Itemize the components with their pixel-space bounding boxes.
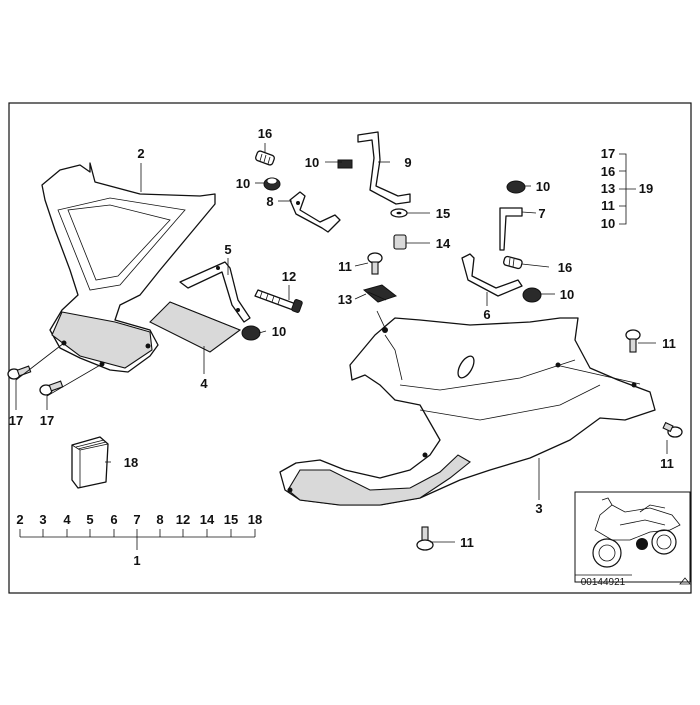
callout-18: 18 bbox=[124, 455, 138, 470]
callout-7: 7 bbox=[538, 206, 545, 221]
kit-1-group: 2 3 4 5 6 7 8 12 14 15 18 1 bbox=[16, 512, 262, 568]
kit-1-item: 2 bbox=[16, 512, 23, 527]
callout-17a: 17 bbox=[9, 413, 23, 428]
part-10-nut bbox=[337, 159, 353, 169]
kit-1-item: 7 bbox=[133, 512, 140, 527]
kit-1-item: 15 bbox=[224, 512, 238, 527]
motorcycle-icon bbox=[592, 497, 681, 568]
kit-19-item: 10 bbox=[601, 216, 615, 231]
kit-19-item: 13 bbox=[601, 181, 615, 196]
part-17-screw-b bbox=[39, 380, 64, 396]
part-7-bracket bbox=[499, 207, 523, 251]
part-9-bracket bbox=[357, 131, 411, 205]
part-5-bracket bbox=[179, 261, 251, 323]
part-10-grommet-c bbox=[522, 287, 542, 303]
kit-1-item: 4 bbox=[63, 512, 71, 527]
warning-triangle-icon bbox=[679, 577, 691, 585]
callout-11a: 11 bbox=[338, 259, 352, 274]
diagram-frame bbox=[8, 102, 692, 594]
part-11-screw-c bbox=[662, 421, 683, 438]
callout-16b: 16 bbox=[558, 260, 572, 275]
callout-11c: 11 bbox=[660, 456, 674, 471]
callout-10e: 10 bbox=[272, 324, 286, 339]
callout-16a: 16 bbox=[258, 126, 272, 141]
kit-1-item: 14 bbox=[200, 512, 215, 527]
kit-19-item: 17 bbox=[601, 146, 615, 161]
leader-lines bbox=[15, 143, 668, 543]
callout-10b: 10 bbox=[236, 176, 250, 191]
part-11-screw-b bbox=[625, 329, 641, 353]
part-10-grommet-b bbox=[506, 180, 526, 194]
location-marker-icon bbox=[636, 538, 648, 550]
part-10-grommet bbox=[263, 177, 281, 191]
callout-10c: 10 bbox=[536, 179, 550, 194]
callout-17b: 17 bbox=[40, 413, 54, 428]
kit-1-item: 12 bbox=[176, 512, 190, 527]
locator-frame bbox=[574, 491, 691, 583]
diagram-id: 00144921 bbox=[581, 577, 626, 588]
kit-1-item: 8 bbox=[156, 512, 163, 527]
part-15-washer bbox=[390, 208, 408, 218]
kit-1-label: 1 bbox=[133, 553, 140, 568]
part-14-nut bbox=[393, 234, 407, 250]
kit-19-group: 17 16 13 11 10 19 bbox=[601, 146, 653, 231]
callout-10a: 10 bbox=[305, 155, 319, 170]
kit-19-label: 19 bbox=[639, 181, 653, 196]
locator-inset: 00144921 bbox=[574, 491, 691, 588]
callout-4: 4 bbox=[200, 376, 208, 391]
part-17-screw-a bbox=[7, 365, 32, 380]
part-10-nut-b bbox=[241, 325, 261, 341]
part-8-bracket bbox=[289, 191, 341, 233]
callout-2: 2 bbox=[137, 146, 144, 161]
part-3-lower-fairing bbox=[279, 317, 656, 506]
callout-9: 9 bbox=[404, 155, 411, 170]
callout-10d: 10 bbox=[560, 287, 574, 302]
callout-3: 3 bbox=[535, 501, 542, 516]
callout-8: 8 bbox=[266, 194, 273, 209]
callout-14: 14 bbox=[436, 236, 451, 251]
part-4-plate bbox=[149, 301, 242, 353]
callout-6: 6 bbox=[483, 307, 490, 322]
part-12-long-bolt bbox=[254, 289, 303, 313]
part-13-clip-nut bbox=[362, 284, 398, 303]
kit-1-item: 6 bbox=[110, 512, 117, 527]
kit-19-item: 16 bbox=[601, 164, 615, 179]
kit-1-item: 18 bbox=[248, 512, 262, 527]
part-6-bracket bbox=[461, 253, 523, 297]
part-18-booklet bbox=[71, 436, 109, 489]
kit-1-item: 5 bbox=[86, 512, 93, 527]
callout-labels: 2 5 12 4 16 10 10 8 9 15 14 11 13 10 7 1… bbox=[9, 126, 676, 550]
callout-15: 15 bbox=[436, 206, 450, 221]
kit-1-item: 3 bbox=[39, 512, 46, 527]
part-16-screw bbox=[255, 150, 275, 166]
part-16-screw-b bbox=[503, 255, 523, 270]
kit-19-item: 11 bbox=[601, 198, 615, 213]
callout-12: 12 bbox=[282, 269, 296, 284]
callout-11b: 11 bbox=[662, 336, 676, 351]
callout-5: 5 bbox=[224, 242, 231, 257]
part-11-screw-d bbox=[416, 526, 434, 551]
callout-13: 13 bbox=[338, 292, 352, 307]
part-11-screw-a bbox=[367, 252, 383, 275]
callout-11d: 11 bbox=[460, 535, 474, 550]
part-2-fairing-panel bbox=[41, 162, 216, 373]
